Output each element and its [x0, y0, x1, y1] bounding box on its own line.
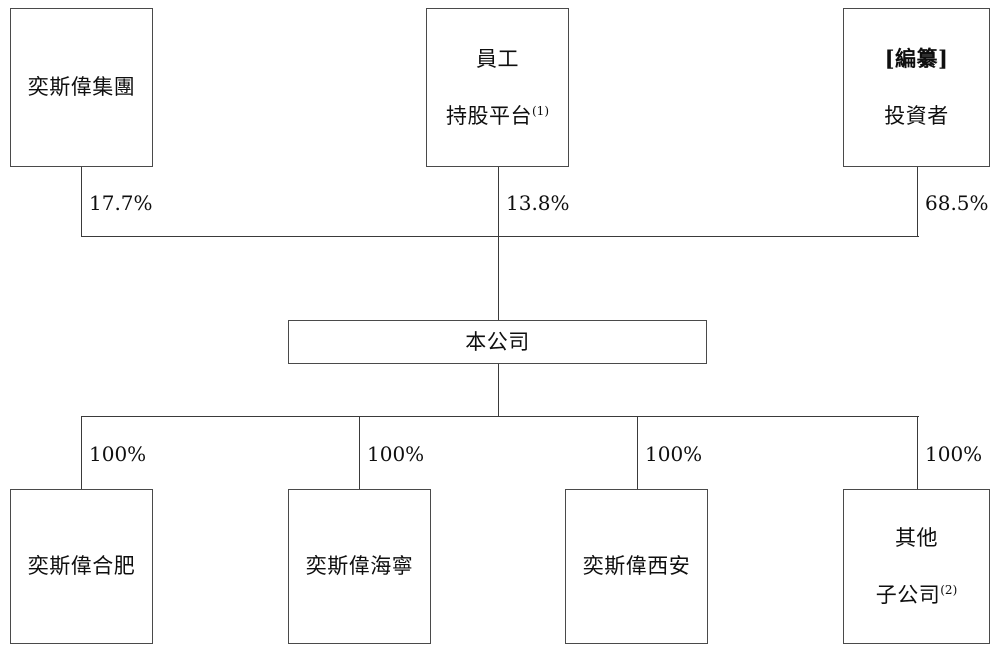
edge-bus-to-yisiwei-xian [637, 416, 638, 490]
edge-subsidiary-bus [81, 416, 919, 417]
footnote-marker-2: (2) [940, 582, 958, 597]
edge-investors-to-bus [917, 167, 918, 237]
edge-bus-to-company [498, 236, 499, 321]
edge-employee-platform-to-bus [498, 167, 499, 237]
node-the-company-label: 本公司 [465, 329, 530, 354]
node-employee-holding-platform-label: 員工 持股平台(1) [446, 46, 549, 128]
ownership-label-yisiwei-xian: 100% [645, 442, 703, 466]
edge-shareholder-bus [81, 236, 919, 237]
footnote-marker-1: (1) [532, 103, 549, 118]
node-the-company: 本公司 [288, 320, 707, 364]
node-yisiwei-xian-label: 奕斯偉西安 [582, 554, 691, 579]
edge-bus-to-other-subsidiaries [917, 416, 918, 490]
node-employee-holding-platform: 員工 持股平台(1) [426, 8, 569, 167]
node-yisiwei-hefei-label: 奕斯偉合肥 [27, 554, 136, 579]
node-other-subsidiaries: 其他 子公司(2) [843, 489, 990, 644]
edge-company-to-subsidiary-bus [498, 364, 499, 417]
ownership-label-other-subsidiaries: 100% [925, 442, 983, 466]
node-other-subsidiaries-label: 其他 子公司(2) [875, 525, 958, 607]
edge-bus-to-yisiwei-haining [359, 416, 360, 490]
node-yisiwei-hefei: 奕斯偉合肥 [10, 489, 153, 644]
node-yisiwei-xian: 奕斯偉西安 [565, 489, 708, 644]
ownership-label-yisiwei-haining: 100% [367, 442, 425, 466]
node-yisiwei-group: 奕斯偉集團 [10, 8, 153, 167]
edge-yisiwei-group-to-bus [81, 167, 82, 237]
node-yisiwei-haining-label: 奕斯偉海寧 [305, 554, 414, 579]
node-investors-label: [編纂] 投資者 [884, 45, 949, 128]
edge-bus-to-yisiwei-hefei [81, 416, 82, 490]
ownership-label-investors: 68.5% [925, 191, 989, 215]
ownership-label-employee-platform: 13.8% [506, 191, 570, 215]
ownership-label-yisiwei-group: 17.7% [89, 191, 153, 215]
node-investors: [編纂] 投資者 [843, 8, 990, 167]
node-yisiwei-haining: 奕斯偉海寧 [288, 489, 431, 644]
node-yisiwei-group-label: 奕斯偉集團 [27, 75, 136, 100]
ownership-label-yisiwei-hefei: 100% [89, 442, 147, 466]
